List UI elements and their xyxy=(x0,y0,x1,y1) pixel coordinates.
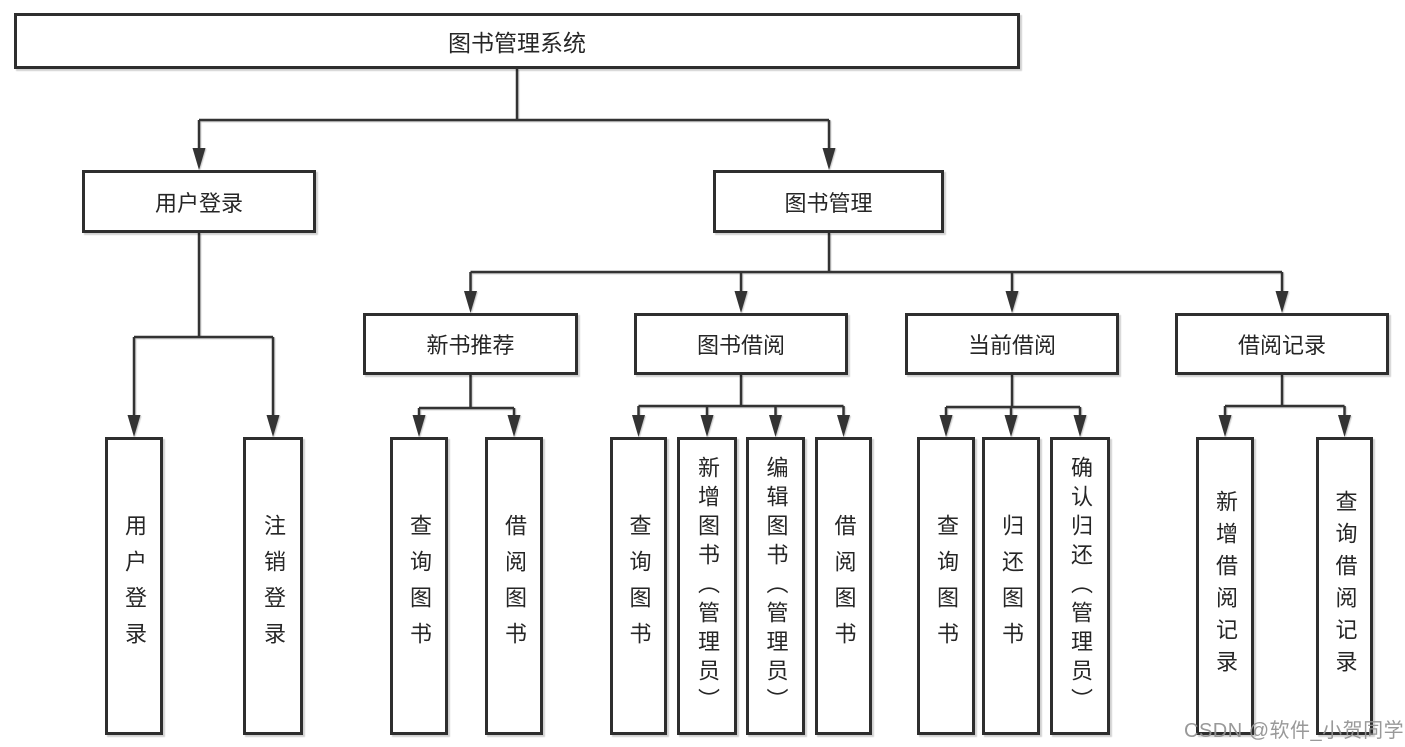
node-current-borrowing: 当前借阅 xyxy=(905,313,1119,375)
leaf-user-login: 用户登录 xyxy=(105,437,163,735)
leaf-query-books-borrow: 查询图书 xyxy=(610,437,667,735)
node-new-book-recommend: 新书推荐 xyxy=(363,313,578,375)
node-label: 新增借阅记录 xyxy=(1213,490,1238,682)
node-label: 借阅图书 xyxy=(831,514,857,658)
node-label: 新增图书（管理员） xyxy=(695,455,720,717)
leaf-edit-books-admin: 编辑图书（管理员） xyxy=(746,437,805,735)
leaf-query-books-current: 查询图书 xyxy=(917,437,975,735)
node-borrowing-records: 借阅记录 xyxy=(1175,313,1389,375)
leaf-query-books-recommend: 查询图书 xyxy=(390,437,448,735)
leaf-add-books-admin: 新增图书（管理员） xyxy=(677,437,737,735)
node-label: 确认归还（管理员） xyxy=(1068,455,1093,717)
leaf-return-books: 归还图书 xyxy=(982,437,1040,735)
node-label: 用户登录 xyxy=(122,514,147,658)
node-book-management: 图书管理 xyxy=(713,170,944,233)
node-label: 查询图书 xyxy=(934,514,959,658)
node-label: 编辑图书（管理员） xyxy=(763,455,789,717)
node-label: 归还图书 xyxy=(999,514,1024,658)
leaf-confirm-return-admin: 确认归还（管理员） xyxy=(1050,437,1110,735)
node-label: 图书管理系统 xyxy=(448,30,586,56)
node-label: 查询图书 xyxy=(407,514,432,658)
leaf-query-borrow-record: 查询借阅记录 xyxy=(1316,437,1373,735)
node-label: 借阅图书 xyxy=(502,514,527,658)
node-label: 查询图书 xyxy=(626,514,652,658)
node-label: 注销登录 xyxy=(261,514,286,658)
leaf-borrow-books-recommend: 借阅图书 xyxy=(485,437,543,735)
node-label: 当前借阅 xyxy=(967,333,1056,358)
leaf-logout: 注销登录 xyxy=(243,437,303,735)
node-book-borrowing: 图书借阅 xyxy=(634,313,848,375)
node-label: 新书推荐 xyxy=(426,333,515,358)
node-label: 查询借阅记录 xyxy=(1332,490,1358,682)
node-label: 借阅记录 xyxy=(1237,333,1326,358)
csdn-watermark: CSDN @软件_小贺同学 xyxy=(1184,720,1405,742)
node-user-login: 用户登录 xyxy=(82,170,316,233)
node-label: 用户登录 xyxy=(154,190,243,216)
node-label: 图书管理 xyxy=(784,190,873,216)
leaf-borrow-books: 借阅图书 xyxy=(815,437,872,735)
leaf-add-borrow-record: 新增借阅记录 xyxy=(1196,437,1254,735)
node-label: 图书借阅 xyxy=(696,333,785,358)
node-library-management-system: 图书管理系统 xyxy=(14,13,1020,69)
arrowheads xyxy=(127,148,1351,437)
